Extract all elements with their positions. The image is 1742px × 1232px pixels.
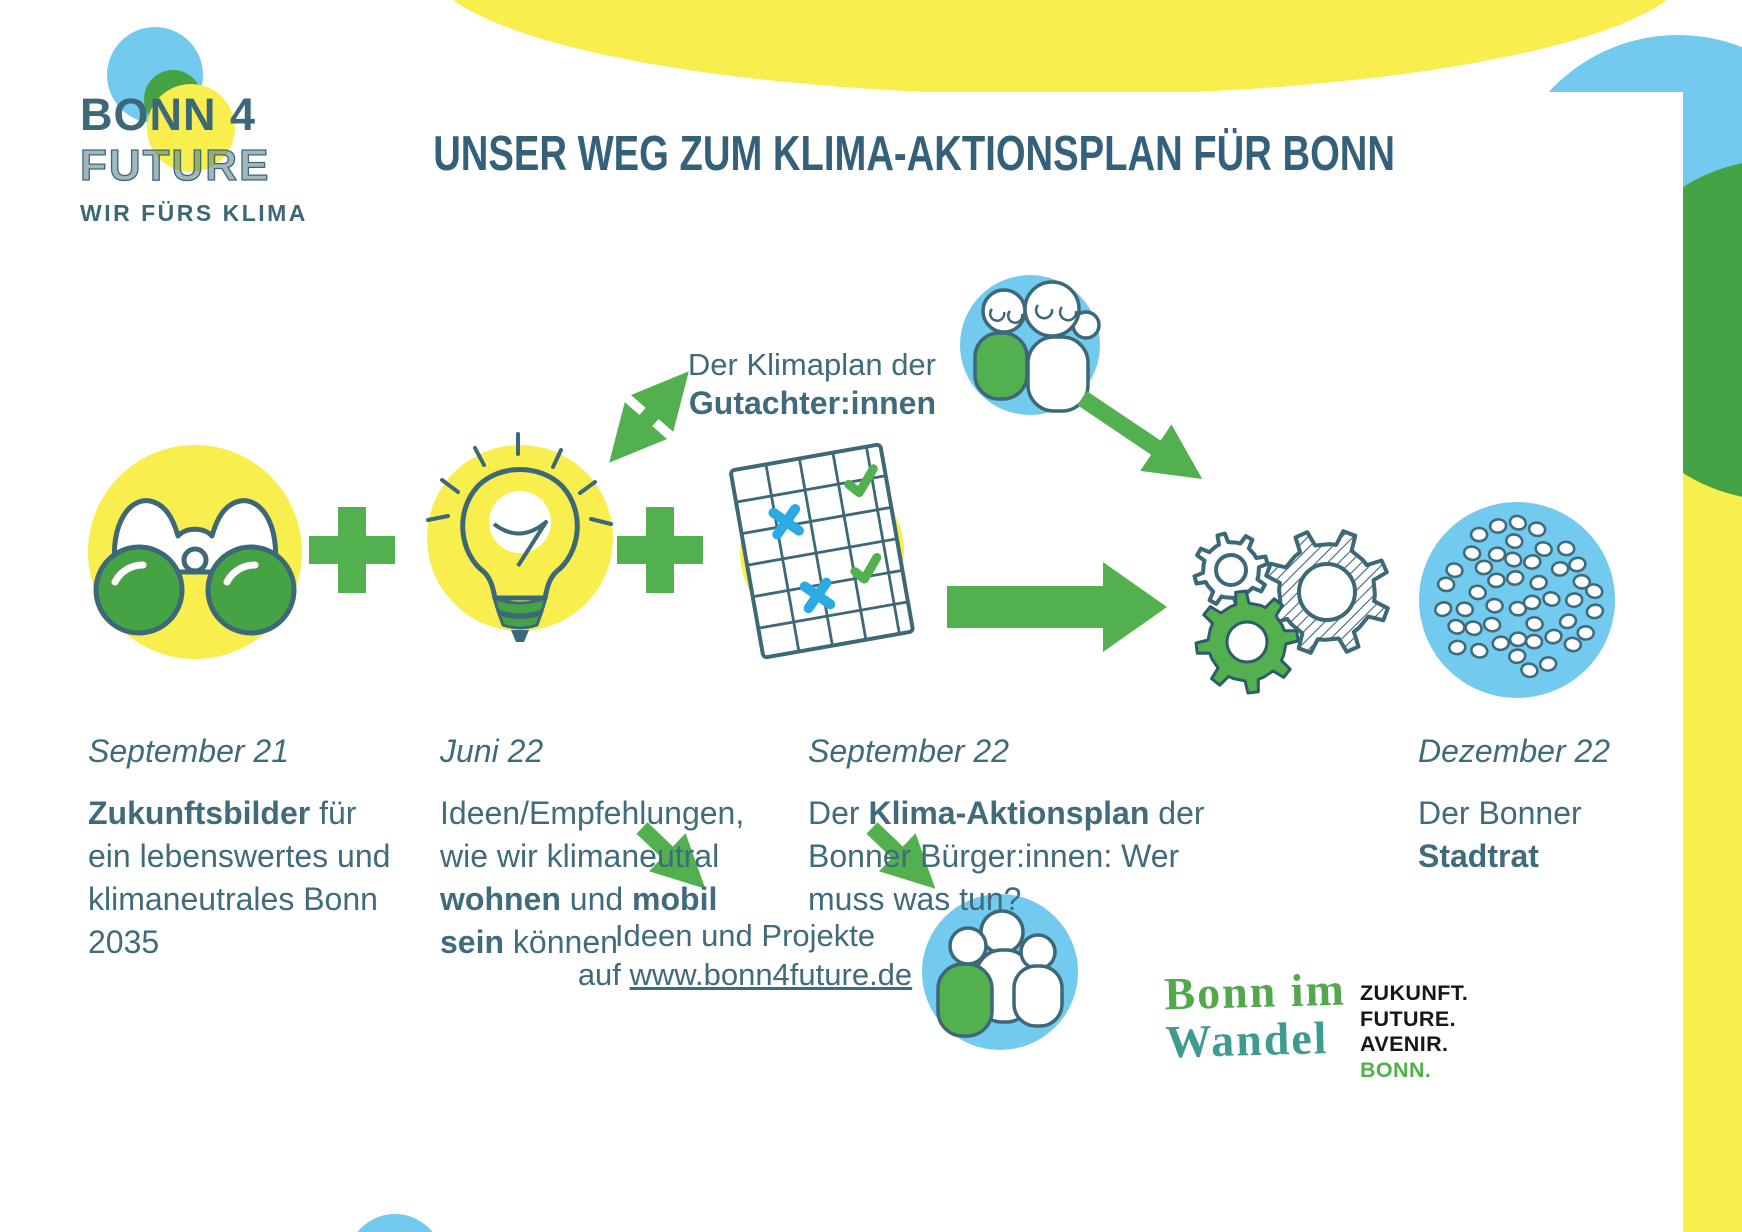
- council-dot: [1462, 545, 1482, 562]
- gutachter-label: Der Klimaplan der Gutachter:innen: [640, 346, 936, 422]
- council-dot: [1447, 618, 1466, 635]
- zfa-line-bonn: BONN.: [1360, 1057, 1432, 1082]
- milestone-zukunftsbilder: September 21 Zukunftsbilder für ein lebe…: [88, 733, 400, 964]
- gear-small-icon: [1192, 531, 1270, 609]
- zfa-line: AVENIR.: [1360, 1032, 1449, 1056]
- cross-mark-icon: [768, 504, 804, 540]
- milestone-date: September 21: [88, 733, 290, 769]
- council-dot: [1504, 551, 1523, 568]
- council-dot: [1508, 631, 1528, 648]
- council-dot: [1487, 572, 1506, 589]
- zukunft-future-avenir-logo: ZUKUNFT. FUTURE. AVENIR. BONN.: [1360, 981, 1468, 1083]
- projects-note-line1: Ideen und Projekte: [614, 918, 876, 953]
- council-dot: [1464, 620, 1483, 637]
- council-dot: [1585, 603, 1605, 620]
- council-dot: [1508, 600, 1528, 617]
- council-dot: [1542, 590, 1561, 608]
- milestone-date: Juni 22: [440, 733, 544, 769]
- projects-note-line2: auf www.bonn4future.de: [545, 955, 945, 994]
- council-dot: [1445, 562, 1464, 579]
- council-dot: [1576, 624, 1595, 641]
- logo-line2: FUTURE: [79, 141, 271, 190]
- gear-green-icon: [1194, 589, 1300, 695]
- bonn4future-logo: BONN 4 FUTURE WIR FÜRS KLIMA: [79, 89, 308, 226]
- bonn-im-wandel-logo: Bonn im Wandel: [1163, 963, 1348, 1068]
- checklist-icon: [729, 442, 915, 660]
- council-dot: [1485, 597, 1504, 614]
- milestone-date: Dezember 22: [1418, 733, 1611, 769]
- bonn4future-link[interactable]: www.bonn4future.de: [629, 957, 913, 992]
- lightbulb-icon: [426, 432, 613, 642]
- council-dot: [1563, 636, 1583, 653]
- council-dot: [1572, 573, 1592, 590]
- deco-yellow-top-blob: [430, 0, 1690, 95]
- content-card: [0, 92, 1683, 1232]
- projects-note-prefix: auf: [577, 957, 630, 992]
- council-dot: [1568, 556, 1587, 573]
- milestone-text: Der Klima-Aktionsplan der Bonner Bürger:…: [808, 795, 1214, 917]
- milestone-text: Ideen/Empfehlungen, wie wir klimaneutral…: [440, 795, 754, 960]
- logo-line1: BONN 4: [80, 89, 257, 140]
- plus-icon: [617, 507, 703, 593]
- logo-tagline: WIR FÜRS KLIMA: [80, 200, 308, 226]
- milestone-ideen-empfehlungen: Juni 22 Ideen/Empfehlungen, wie wir klim…: [440, 733, 752, 964]
- council-dot: [1468, 584, 1487, 601]
- gear-hatched-icon: [1264, 529, 1390, 655]
- zfa-line: ZUKUNFT.: [1360, 981, 1469, 1005]
- council-dot: [1508, 514, 1528, 531]
- milestone-stadtrat: Dezember 22 Der Bonner Stadtrat: [1418, 733, 1698, 878]
- cross-mark-icon: [799, 577, 836, 614]
- council-dot: [1525, 615, 1544, 632]
- zfa-line: FUTURE.: [1360, 1006, 1456, 1031]
- council-dot: [1544, 628, 1563, 645]
- bonn-im-wandel-line1: Bonn im: [1163, 963, 1347, 1020]
- council-dot: [1448, 639, 1467, 656]
- council-dot: [1558, 613, 1578, 630]
- council-dot: [1505, 533, 1524, 550]
- council-dot: [1469, 526, 1489, 543]
- council-dot: [1556, 540, 1576, 557]
- council-dot: [1488, 518, 1508, 534]
- binoculars-icon: [93, 498, 297, 636]
- council-dot: [1436, 576, 1456, 593]
- milestone-text: Der Bonner Stadtrat: [1418, 795, 1591, 874]
- council-dot: [1522, 594, 1542, 611]
- gutachter-label-line2: Gutachter:innen: [688, 385, 936, 421]
- milestone-klima-aktionsplan: September 22 Der Klima-Aktionsplan der B…: [808, 733, 1208, 921]
- council-dot: [1524, 633, 1544, 650]
- council-dot: [1491, 635, 1510, 652]
- council-dot: [1527, 521, 1547, 538]
- page-title: UNSER WEG ZUM KLIMA-AKTIONSPLAN FÜR BONN: [433, 127, 1396, 181]
- milestone-text: Zukunftsbilder für ein lebenswertes und …: [88, 795, 400, 960]
- milestone-date: September 22: [808, 733, 1010, 769]
- citizens-people-icon: [936, 909, 1064, 1038]
- council-dot: [1507, 648, 1527, 665]
- gears-icon: [1192, 529, 1390, 695]
- logo-deco-yellow-circle: [147, 84, 235, 172]
- gutachter-label-line1: Der Klimaplan der: [687, 347, 936, 382]
- bonn-im-wandel-line2: Wandel: [1164, 1012, 1330, 1068]
- council-dot: [1564, 592, 1584, 609]
- council-dot: [1455, 601, 1475, 618]
- plus-icon: [309, 507, 395, 593]
- council-dot: [1470, 642, 1489, 659]
- council-dot: [1529, 574, 1548, 591]
- council-dot: [1585, 583, 1604, 600]
- council-dots-icon: [1434, 514, 1605, 679]
- council-dot: [1482, 616, 1502, 633]
- check-mark-icon: [850, 553, 882, 584]
- council-dot: [1474, 559, 1494, 576]
- council-dot: [1538, 656, 1558, 672]
- projects-note: Ideen und Projekte auf www.bonn4future.d…: [545, 916, 945, 994]
- council-dot: [1505, 570, 1525, 586]
- council-dot: [1520, 662, 1539, 679]
- check-mark-icon: [844, 464, 878, 498]
- council-dot: [1487, 546, 1507, 563]
- council-dot: [1534, 541, 1553, 557]
- council-dot: [1523, 554, 1542, 570]
- council-dot: [1434, 601, 1453, 618]
- council-dot: [1550, 560, 1570, 577]
- experts-people-icon: [973, 280, 1101, 413]
